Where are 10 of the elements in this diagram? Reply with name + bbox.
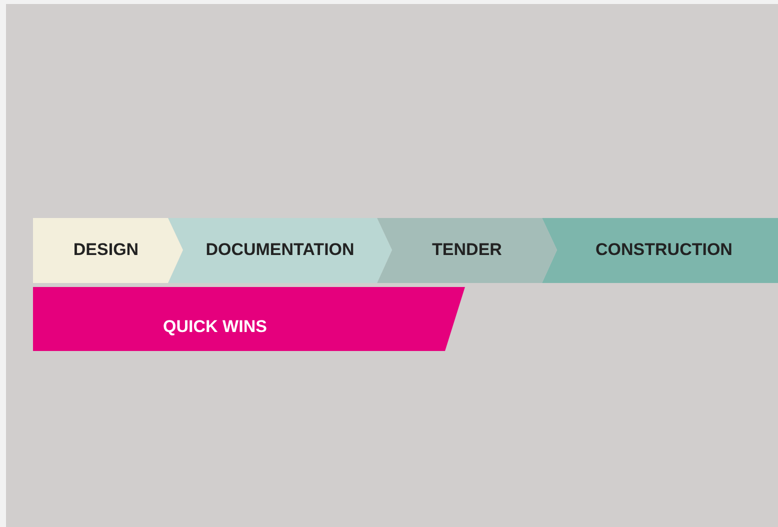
chevron-step <box>377 218 557 283</box>
stage-label: DOCUMENTATION <box>206 240 354 260</box>
stage-label: DESIGN <box>73 240 139 260</box>
chevron-step <box>168 218 392 283</box>
chevron-step <box>33 218 183 283</box>
stage-band <box>33 287 465 351</box>
stage-label: QUICK WINS <box>163 317 267 337</box>
stage-label: TENDER <box>432 240 502 260</box>
stage-band <box>542 218 778 283</box>
stage-label: CONSTRUCTION <box>596 240 732 260</box>
